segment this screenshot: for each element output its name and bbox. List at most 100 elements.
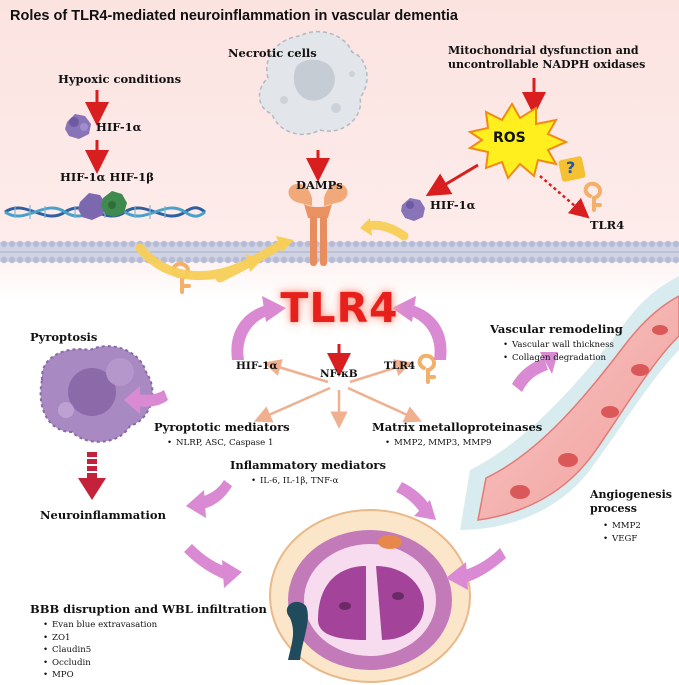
- membrane-lipid-head: [440, 240, 448, 248]
- membrane-lipid-head: [472, 256, 480, 264]
- membrane-lipid-head: [536, 256, 544, 264]
- membrane-lipid-head: [616, 256, 624, 264]
- membrane-lipid-head: [552, 240, 560, 248]
- tlr4-center-label: TLR4: [384, 360, 416, 372]
- inflammatory-mediators-title: Inflammatory mediators: [230, 458, 386, 472]
- bbb-item: Claudin5: [43, 644, 157, 657]
- membrane-lipid-head: [520, 256, 528, 264]
- membrane-lipid-head: [200, 256, 208, 264]
- hif1a-label: HIF-1α: [96, 120, 142, 134]
- membrane-lipid-head: [632, 240, 640, 248]
- membrane-lipid-head: [400, 256, 408, 264]
- membrane-lipid-head: [576, 256, 584, 264]
- membrane-lipid-head: [360, 240, 368, 248]
- membrane-lipid-head: [264, 240, 272, 248]
- angiogenesis-title-line1: Angiogenesis: [590, 488, 672, 501]
- membrane-lipid-head: [280, 256, 288, 264]
- membrane-lipid-head: [432, 240, 440, 248]
- membrane-lipid-head: [608, 240, 616, 248]
- membrane-lipid-head: [440, 256, 448, 264]
- membrane-lipid-head: [528, 256, 536, 264]
- membrane-lipid-head: [568, 256, 576, 264]
- membrane-lipid-head: [592, 240, 600, 248]
- membrane-lipid-head: [184, 240, 192, 248]
- membrane-lipid-head: [152, 240, 160, 248]
- membrane-lipid-head: [448, 240, 456, 248]
- nfkb-arrows: [253, 359, 422, 429]
- membrane-lipid-head: [96, 256, 104, 264]
- membrane-lipid-head: [336, 256, 344, 264]
- membrane-lipid-head: [336, 240, 344, 248]
- membrane-lipid-head: [304, 240, 312, 248]
- membrane-lipid-head: [32, 240, 40, 248]
- membrane-lipid-head: [264, 256, 272, 264]
- hif-dimer-icon: [78, 191, 127, 220]
- inflammatory-mediators-list: IL-6, IL-1β, TNF-α: [250, 475, 338, 488]
- membrane-lipid-head: [392, 256, 400, 264]
- mmp-list: MMP2, MMP3, MMP9: [384, 437, 492, 450]
- bbb-item: MPO: [43, 669, 157, 682]
- membrane-lipid-head: [664, 256, 672, 264]
- membrane-lipid-head: [8, 240, 16, 248]
- membrane-lipid-head: [480, 240, 488, 248]
- membrane-lipid-head: [360, 256, 368, 264]
- tlr4-receptor-icon: [288, 183, 348, 266]
- membrane-lipid-head: [384, 256, 392, 264]
- membrane-lipid-head: [488, 240, 496, 248]
- membrane-lipid-head: [672, 240, 679, 248]
- membrane-lipid-head: [368, 256, 376, 264]
- dna-icon: [4, 205, 206, 219]
- membrane-lipid-head: [560, 256, 568, 264]
- membrane-lipid-head: [480, 256, 488, 264]
- membrane-lipid-head: [328, 240, 336, 248]
- membrane-lipid-head: [472, 240, 480, 248]
- membrane-lipid-head: [192, 256, 200, 264]
- membrane-lipid-head: [648, 256, 656, 264]
- question-bubble-icon: [558, 156, 586, 182]
- pyroptotic-mediators-title: Pyroptotic mediators: [154, 420, 290, 434]
- inflammatory-mediators-item: IL-6, IL-1β, TNF-α: [251, 475, 338, 488]
- membrane-lipid-head: [216, 240, 224, 248]
- membrane-lipid-head: [392, 240, 400, 248]
- membrane-lipid-head: [384, 240, 392, 248]
- membrane-lipid-head: [592, 256, 600, 264]
- membrane-lipid-head: [128, 240, 136, 248]
- membrane-lipid-head: [552, 256, 560, 264]
- membrane-lipid-head: [224, 256, 232, 264]
- vascular-remodeling-title: Vascular remodeling: [490, 322, 623, 336]
- membrane-lipid-head: [512, 256, 520, 264]
- membrane-lipid-head: [352, 240, 360, 248]
- neuroinflammation-arrow: [78, 452, 106, 500]
- membrane-lipid-head: [656, 240, 664, 248]
- membrane-lipid-head: [208, 240, 216, 248]
- ros-burst-icon: [467, 102, 569, 180]
- neuroinflammation-label: Neuroinflammation: [40, 508, 166, 522]
- membrane-lipid-head: [328, 256, 336, 264]
- angiogenesis-item: MMP2: [603, 520, 641, 533]
- membrane-lipid-head: [32, 256, 40, 264]
- membrane-lipid-head: [584, 256, 592, 264]
- pyroptotic-mediators-list: NLRP, ASC, Caspase 1: [166, 437, 274, 450]
- membrane-lipid-head: [432, 256, 440, 264]
- membrane-lipid-head: [600, 256, 608, 264]
- membrane-lipid-head: [672, 256, 679, 264]
- membrane-lipid-head: [80, 256, 88, 264]
- membrane-lipid-head: [296, 240, 304, 248]
- vessel-cross-section-icon: [269, 509, 471, 683]
- membrane-lipid-head: [128, 256, 136, 264]
- membrane-lipid-head: [192, 240, 200, 248]
- membrane-lipid-head: [104, 256, 112, 264]
- membrane-lipid-head: [656, 256, 664, 264]
- membrane-lipid-head: [64, 240, 72, 248]
- membrane-lipid-head: [400, 240, 408, 248]
- membrane-lipid-head: [0, 256, 8, 264]
- membrane-lipid-head: [56, 256, 64, 264]
- membrane-lipid-head: [120, 256, 128, 264]
- membrane-lipid-head: [376, 256, 384, 264]
- vascular-remodeling-item: Vascular wall thickness: [503, 339, 614, 352]
- necrotic-cell-icon: [258, 30, 368, 136]
- mmp-item: MMP2, MMP3, MMP9: [385, 437, 492, 450]
- membrane-lipid-head: [0, 240, 8, 248]
